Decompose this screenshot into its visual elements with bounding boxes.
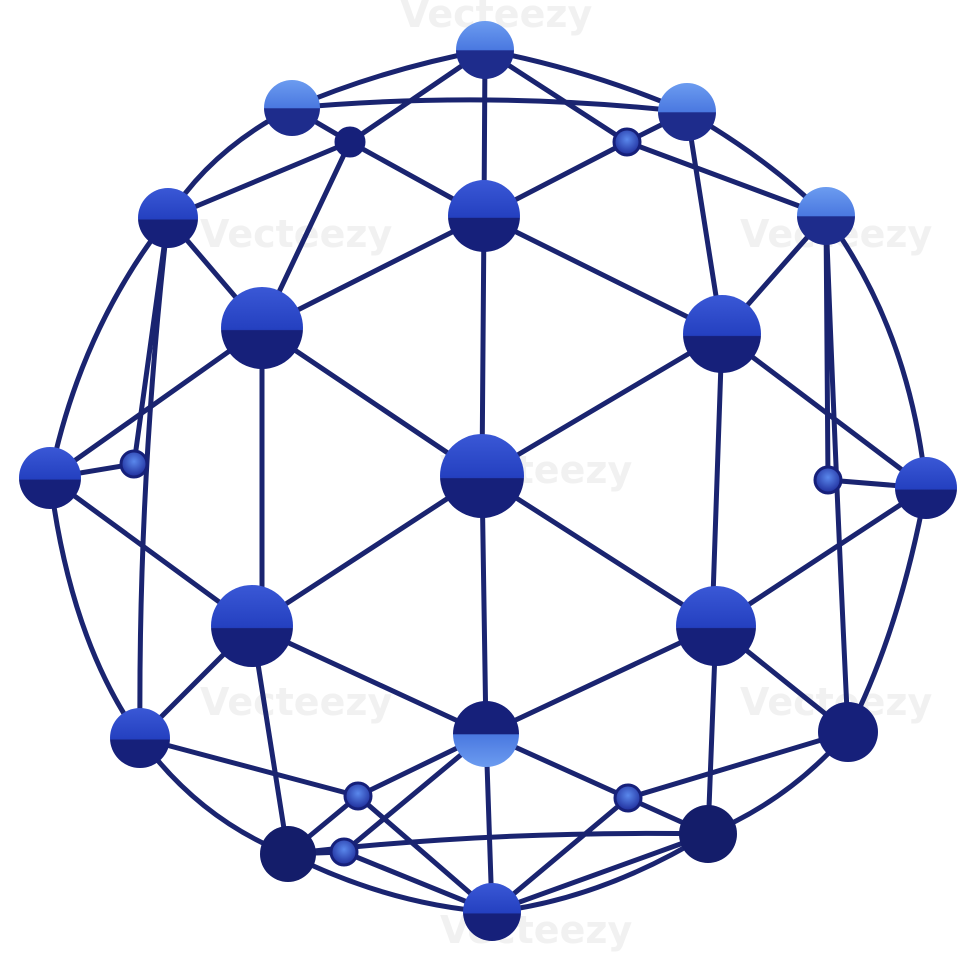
node bbox=[221, 287, 303, 369]
node bbox=[679, 805, 737, 863]
edge bbox=[131, 215, 171, 467]
edge bbox=[47, 215, 171, 481]
node bbox=[343, 781, 373, 811]
node bbox=[110, 708, 170, 768]
edge bbox=[709, 331, 725, 629]
node bbox=[676, 586, 756, 666]
node bbox=[463, 883, 521, 941]
node bbox=[813, 465, 843, 495]
edge bbox=[165, 139, 353, 221]
node bbox=[19, 447, 81, 509]
node bbox=[453, 701, 519, 767]
large-nodes bbox=[211, 180, 761, 767]
node bbox=[334, 126, 366, 158]
rim-nodes bbox=[19, 21, 957, 941]
edge bbox=[483, 623, 719, 737]
node bbox=[264, 80, 320, 136]
edge bbox=[289, 97, 690, 115]
edge bbox=[249, 473, 485, 629]
node bbox=[211, 585, 293, 667]
node bbox=[818, 702, 878, 762]
edge bbox=[137, 735, 361, 799]
node bbox=[119, 449, 149, 479]
edge bbox=[47, 475, 143, 741]
edge bbox=[624, 139, 829, 219]
edge bbox=[479, 213, 487, 479]
edge bbox=[489, 795, 631, 915]
edge bbox=[479, 331, 725, 479]
node bbox=[683, 295, 761, 373]
node bbox=[658, 83, 716, 141]
edge bbox=[479, 473, 719, 629]
node bbox=[797, 187, 855, 245]
node bbox=[329, 837, 359, 867]
node bbox=[440, 434, 524, 518]
edge bbox=[249, 623, 489, 737]
edge bbox=[481, 213, 725, 337]
node bbox=[448, 180, 520, 252]
edge bbox=[47, 475, 255, 629]
node bbox=[260, 826, 316, 882]
edge bbox=[845, 485, 929, 735]
node bbox=[612, 127, 642, 157]
edge bbox=[823, 213, 831, 483]
edge bbox=[259, 325, 485, 479]
edge bbox=[355, 793, 495, 915]
edge bbox=[137, 215, 171, 741]
edge bbox=[625, 729, 851, 801]
node bbox=[613, 783, 643, 813]
edge bbox=[713, 485, 929, 629]
node bbox=[138, 188, 198, 248]
small-nodes bbox=[119, 126, 843, 867]
node bbox=[895, 457, 957, 519]
edge bbox=[489, 831, 711, 915]
edge bbox=[259, 213, 487, 331]
edge bbox=[47, 325, 265, 481]
edge bbox=[479, 473, 489, 737]
edge bbox=[823, 213, 929, 491]
edge bbox=[719, 331, 929, 491]
node bbox=[456, 21, 514, 79]
